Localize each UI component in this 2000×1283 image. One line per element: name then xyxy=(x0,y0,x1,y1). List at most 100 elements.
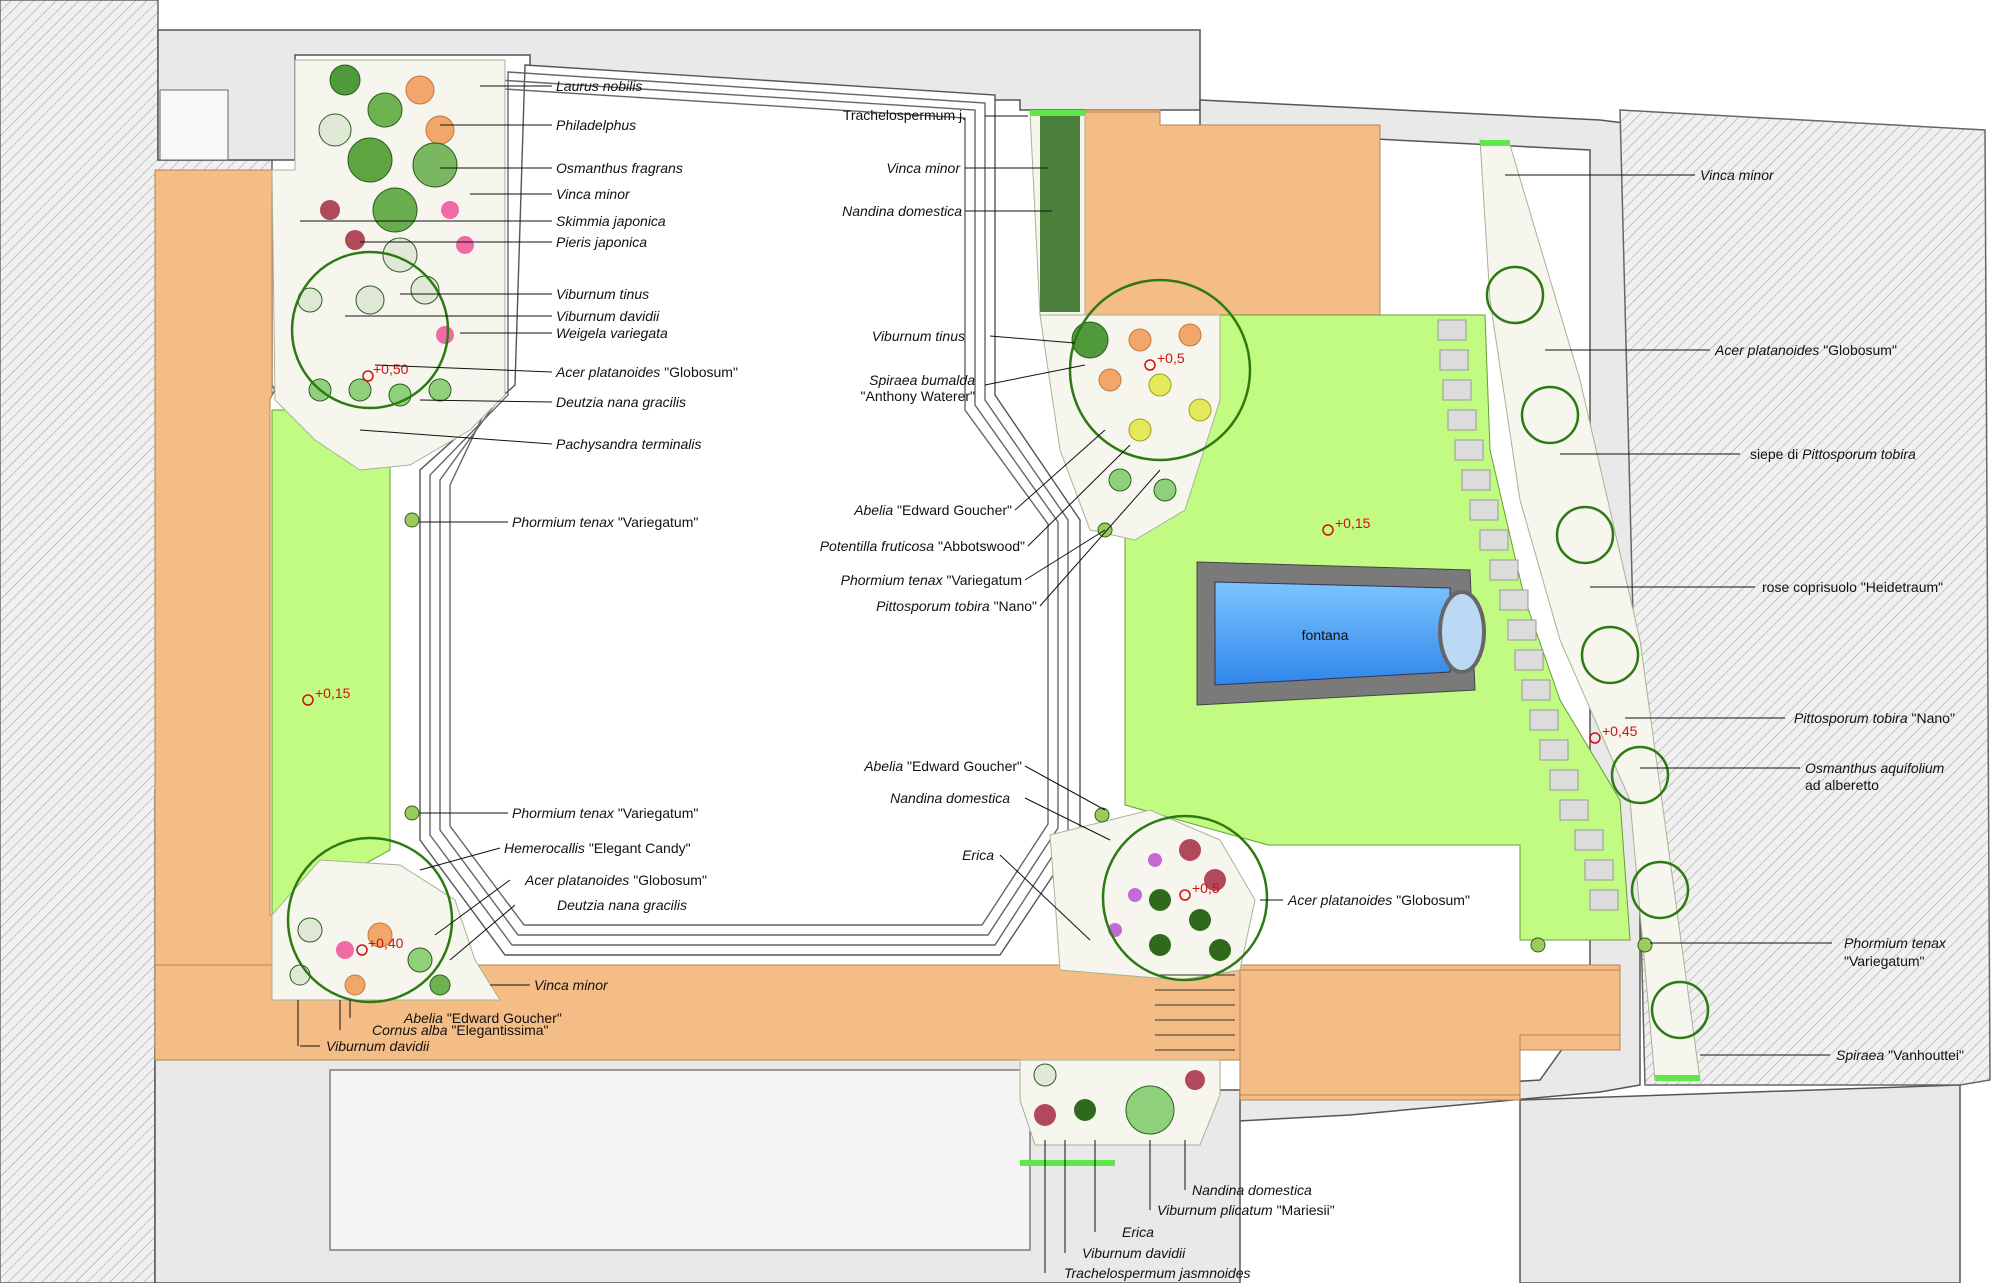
label-cornus: Cornus alba "Elegantissima" xyxy=(372,1022,549,1038)
label-spiraea-vanhouttei: Spiraea "Vanhouttei" xyxy=(1836,1047,1964,1063)
path-north-left xyxy=(1084,109,1161,113)
shrub-symbols xyxy=(289,64,1231,1135)
tree-canopies xyxy=(286,250,1710,1040)
fountain-basin xyxy=(1438,590,1486,674)
steps xyxy=(1155,974,1235,1051)
label-nandina-s: Nandina domestica xyxy=(1192,1182,1312,1198)
label-skimmia: Skimmia japonica xyxy=(556,213,666,229)
label-nandina-low: Nandina domestica xyxy=(890,790,1010,806)
label-viburnum-plicatum: Viburnum plicatum "Mariesii" xyxy=(1157,1202,1335,1218)
label-trachelospermum-s: Trachelospermum jasmnoides xyxy=(1064,1265,1250,1281)
shrub-cluster-sw xyxy=(289,917,451,996)
label-trachelospermum-top: Trachelospermum j. xyxy=(843,107,966,123)
labels-sw: Phormium tenax "Variegatum" Hemerocallis… xyxy=(326,805,707,1054)
label-osmanthus-aquifolium-note: ad alberetto xyxy=(1805,777,1879,793)
label-viburnum-davidii-s: Viburnum davidii xyxy=(1082,1245,1186,1261)
shrub-cluster-south xyxy=(1033,1063,1205,1135)
courtyard-border-2 xyxy=(439,79,1059,936)
path-west xyxy=(154,169,291,1006)
fountain: fontana xyxy=(1196,561,1486,706)
courtyard-border-3 xyxy=(449,87,1049,926)
trachelo-edge-s xyxy=(1020,1160,1115,1166)
vinca-edge-se xyxy=(1655,1075,1700,1081)
svg-text:+0,15: +0,15 xyxy=(315,685,351,701)
label-pachysandra: Pachysandra terminalis xyxy=(556,436,702,452)
acer-canopy-sw xyxy=(286,836,454,1004)
label-abelia-low: Abelia "Edward Goucher" xyxy=(863,758,1022,774)
elevation-center-lawn: +0,15 xyxy=(1322,515,1371,536)
elevation-sw: +0,40 xyxy=(356,935,404,956)
label-hemerocallis: Hemerocallis "Elegant Candy" xyxy=(504,840,691,856)
labels-south: Nandina domestica Viburnum plicatum "Mar… xyxy=(1064,1182,1335,1281)
label-siepe: siepe di Pittosporum tobira xyxy=(1750,446,1916,462)
stepping-stones xyxy=(1437,319,1619,911)
acer-canopy-e1 xyxy=(1485,265,1545,325)
building-south-west-block xyxy=(329,1069,1031,1251)
acer-canopy-e2 xyxy=(1520,385,1580,445)
label-acer-ne: Acer platanoides "Globosum" xyxy=(1714,342,1897,358)
acer-canopy-e5 xyxy=(1610,745,1670,805)
label-phormium-e: Phormium tenax xyxy=(1844,935,1947,951)
label-rose: rose coprisuolo "Heidetraum" xyxy=(1762,579,1943,595)
label-spiraea-bumalda-cultivar: "Anthony Waterer" xyxy=(861,388,975,404)
leader-lines xyxy=(297,85,1832,1273)
acer-canopy-e4 xyxy=(1580,625,1640,685)
label-phormium-left-bottom: Phormium tenax "Variegatum" xyxy=(512,805,698,821)
label-nandina-mid: Nandina domestica xyxy=(842,203,962,219)
label-pittosporum-nano-e: Pittosporum tobira "Nano" xyxy=(1794,710,1955,726)
label-philadelphus: Philadelphus xyxy=(556,117,636,133)
label-potentilla: Potentilla fruticosa "Abbotswood" xyxy=(820,538,1025,554)
acer-canopy-e3 xyxy=(1555,505,1615,565)
label-acer-nw: Acer platanoides "Globosum" xyxy=(555,364,738,380)
fountain-label: fontana xyxy=(1302,627,1349,643)
labels-east: Vinca minor Acer platanoides "Globosum" … xyxy=(1700,167,1964,1063)
elevation-markers: +0,50 +0,15 +0,40 +0,15 +0,5 +0,5 +0,45 xyxy=(302,350,1638,956)
svg-text:+0,40: +0,40 xyxy=(368,935,404,951)
elevation-mid-top: +0,5 xyxy=(1144,350,1185,371)
label-vinca-ne: Vinca minor xyxy=(1700,167,1775,183)
label-erica-s: Erica xyxy=(1122,1224,1154,1240)
vinca-edge-ne xyxy=(1480,140,1510,146)
central-courtyard xyxy=(419,64,1081,956)
svg-text:+0,5: +0,5 xyxy=(1157,350,1185,366)
label-deutzia-sw: Deutzia nana gracilis xyxy=(557,897,687,913)
shrub-cluster-mid-top xyxy=(1071,321,1212,502)
svg-text:+0,5: +0,5 xyxy=(1192,880,1220,896)
label-pieris: Pieris japonica xyxy=(556,234,647,250)
shrub-cluster-mid-bottom xyxy=(1108,839,1231,961)
labels-mid: Trachelospermum j. Vinca minor Nandina d… xyxy=(820,107,1470,908)
label-spiraea-bumalda: Spiraea bumalda xyxy=(869,372,975,388)
svg-text:+0,50: +0,50 xyxy=(373,361,409,377)
courtyard-border-1 xyxy=(429,71,1069,946)
label-viburnum-davidii-nw: Viburnum davidii xyxy=(556,308,660,324)
label-vinca-sw: Vinca minor xyxy=(534,977,609,993)
label-abelia-sw: Abelia "Edward Goucher" xyxy=(403,1010,562,1026)
label-weigela: Weigela variegata xyxy=(556,325,668,341)
building-south-east xyxy=(1519,1084,1961,1283)
svg-text:+0,15: +0,15 xyxy=(1335,515,1371,531)
label-acer-center: Acer platanoides "Globosum" xyxy=(1287,892,1470,908)
label-viburnum-tinus-nw: Viburnum tinus xyxy=(556,286,649,302)
acer-canopy-e6 xyxy=(1630,860,1690,920)
label-osmanthus-fragrans: Osmanthus fragrans xyxy=(556,160,683,176)
acer-canopy-mid-top xyxy=(1068,278,1252,462)
label-pittosporum-nano-mid: Pittosporum tobira "Nano" xyxy=(876,598,1037,614)
inner-courtyard-walls xyxy=(159,89,229,161)
elevation-mid-bottom: +0,5 xyxy=(1179,880,1220,901)
paved-paths xyxy=(154,109,1621,1101)
label-erica-mid: Erica xyxy=(962,847,994,863)
label-viburnum-tinus-mid: Viburnum tinus xyxy=(872,328,965,344)
label-vinca-nw: Vinca minor xyxy=(556,186,631,202)
label-phormium-e-cultivar: "Variegatum" xyxy=(1844,953,1925,969)
phormium-markers xyxy=(404,512,1653,953)
elevation-east: +0,45 xyxy=(1589,723,1638,744)
fountain-water xyxy=(1214,581,1451,686)
labels-nw: Laurus nobilis Philadelphus Osmanthus fr… xyxy=(512,78,738,530)
label-viburnum-davidii-sw: Viburnum davidii xyxy=(326,1038,430,1054)
label-vinca-mid: Vinca minor xyxy=(886,160,961,176)
label-acer-sw: Acer platanoides "Globosum" xyxy=(524,872,707,888)
vinca-strip-mid xyxy=(1040,112,1080,312)
label-deutzia-nw: Deutzia nana gracilis xyxy=(556,394,686,410)
elevation-west: +0,15 xyxy=(302,685,351,706)
